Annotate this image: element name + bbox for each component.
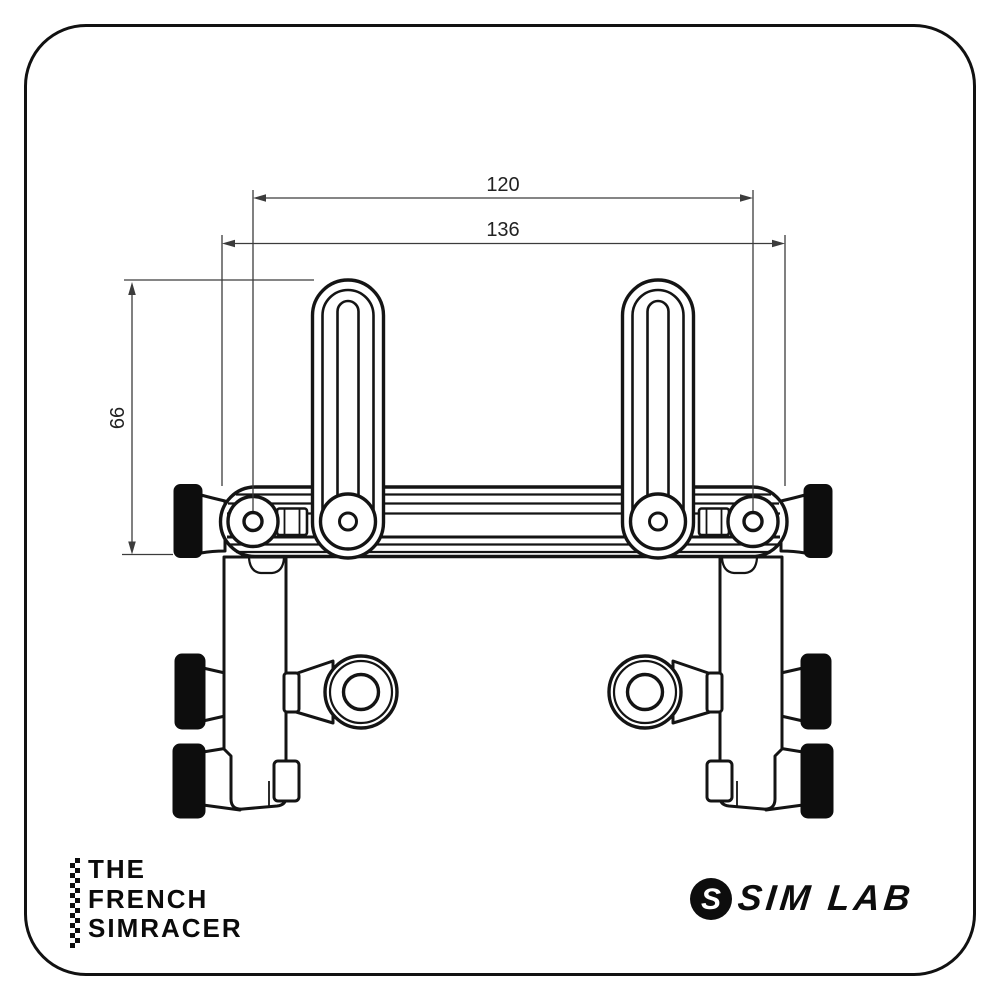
dimension-hole-spacing-label: 120 [486, 174, 519, 196]
simlab-logo-icon: S [690, 878, 732, 920]
checkered-flag-strip [70, 858, 80, 948]
tfs-line-the: THE [88, 854, 146, 884]
tfs-line-simracer: SIMRACER [88, 913, 243, 943]
dimension-height-label: 66 [107, 407, 129, 429]
right-slot-loop [620, 278, 696, 560]
simlab-wordmark: SIM LAB [735, 877, 917, 918]
dimension-hole-spacing: 120 [253, 174, 753, 202]
tfs-line-french: FRENCH [88, 883, 209, 914]
french-simracer-logo: THE FRENCH SIMRACER [70, 854, 243, 948]
simlab-logo: S SIM LAB [688, 874, 917, 922]
simlab-icon-letter: S [701, 883, 721, 916]
right-bushing [697, 507, 731, 537]
dimension-height: 66 [107, 282, 136, 555]
dimension-overall-width-label: 136 [486, 219, 519, 241]
right-lower-assembly [607, 555, 835, 820]
french-simracer-wordmark: THE FRENCH SIMRACER [88, 854, 243, 948]
rounded-border-frame [24, 24, 976, 976]
left-lower-assembly [171, 555, 399, 820]
left-bushing [275, 507, 309, 537]
left-slot-loop [310, 278, 386, 560]
left-end-knob [172, 483, 227, 559]
dimension-annotations: 120 136 66 [107, 174, 786, 556]
right-eye-fitting [726, 494, 780, 549]
dimension-overall-width: 136 [222, 219, 785, 248]
